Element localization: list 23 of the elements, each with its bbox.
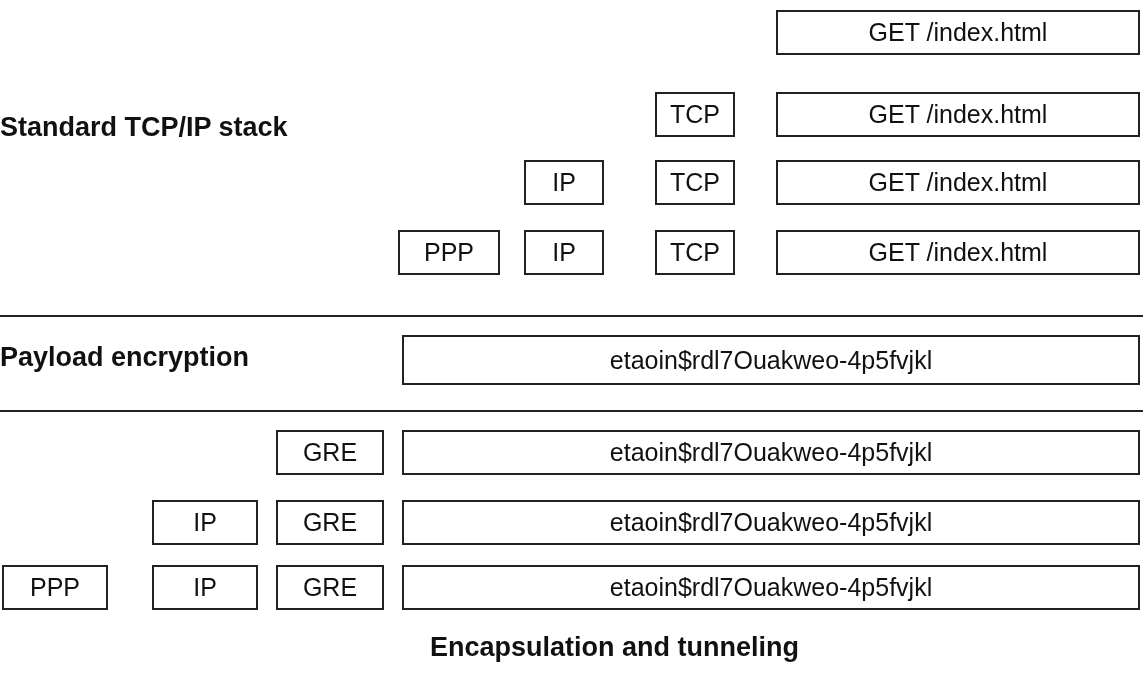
packet-field-box: GRE: [276, 430, 384, 475]
packet-field-box: GRE: [276, 565, 384, 610]
packet-field-box: GET /index.html: [776, 92, 1140, 137]
section-heading: Encapsulation and tunneling: [430, 632, 799, 663]
packet-field-box: GET /index.html: [776, 160, 1140, 205]
packet-field-box: PPP: [398, 230, 500, 275]
packet-field-box: TCP: [655, 160, 735, 205]
packet-field-box: etaoin$rdl7Ouakweo-4p5fvjkl: [402, 500, 1140, 545]
section-heading: Payload encryption: [0, 342, 250, 373]
packet-field-box: TCP: [655, 92, 735, 137]
section-heading: Standard TCP/IP stack: [0, 112, 288, 143]
packet-field-box: etaoin$rdl7Ouakweo-4p5fvjkl: [402, 430, 1140, 475]
packet-field-box: IP: [524, 160, 604, 205]
packet-field-box: GET /index.html: [776, 10, 1140, 55]
packet-field-box: GET /index.html: [776, 230, 1140, 275]
packet-field-box: etaoin$rdl7Ouakweo-4p5fvjkl: [402, 335, 1140, 385]
packet-field-box: IP: [152, 565, 258, 610]
packet-field-box: etaoin$rdl7Ouakweo-4p5fvjkl: [402, 565, 1140, 610]
packet-field-box: TCP: [655, 230, 735, 275]
packet-field-box: IP: [524, 230, 604, 275]
packet-field-box: GRE: [276, 500, 384, 545]
packet-field-box: PPP: [2, 565, 108, 610]
packet-field-box: IP: [152, 500, 258, 545]
